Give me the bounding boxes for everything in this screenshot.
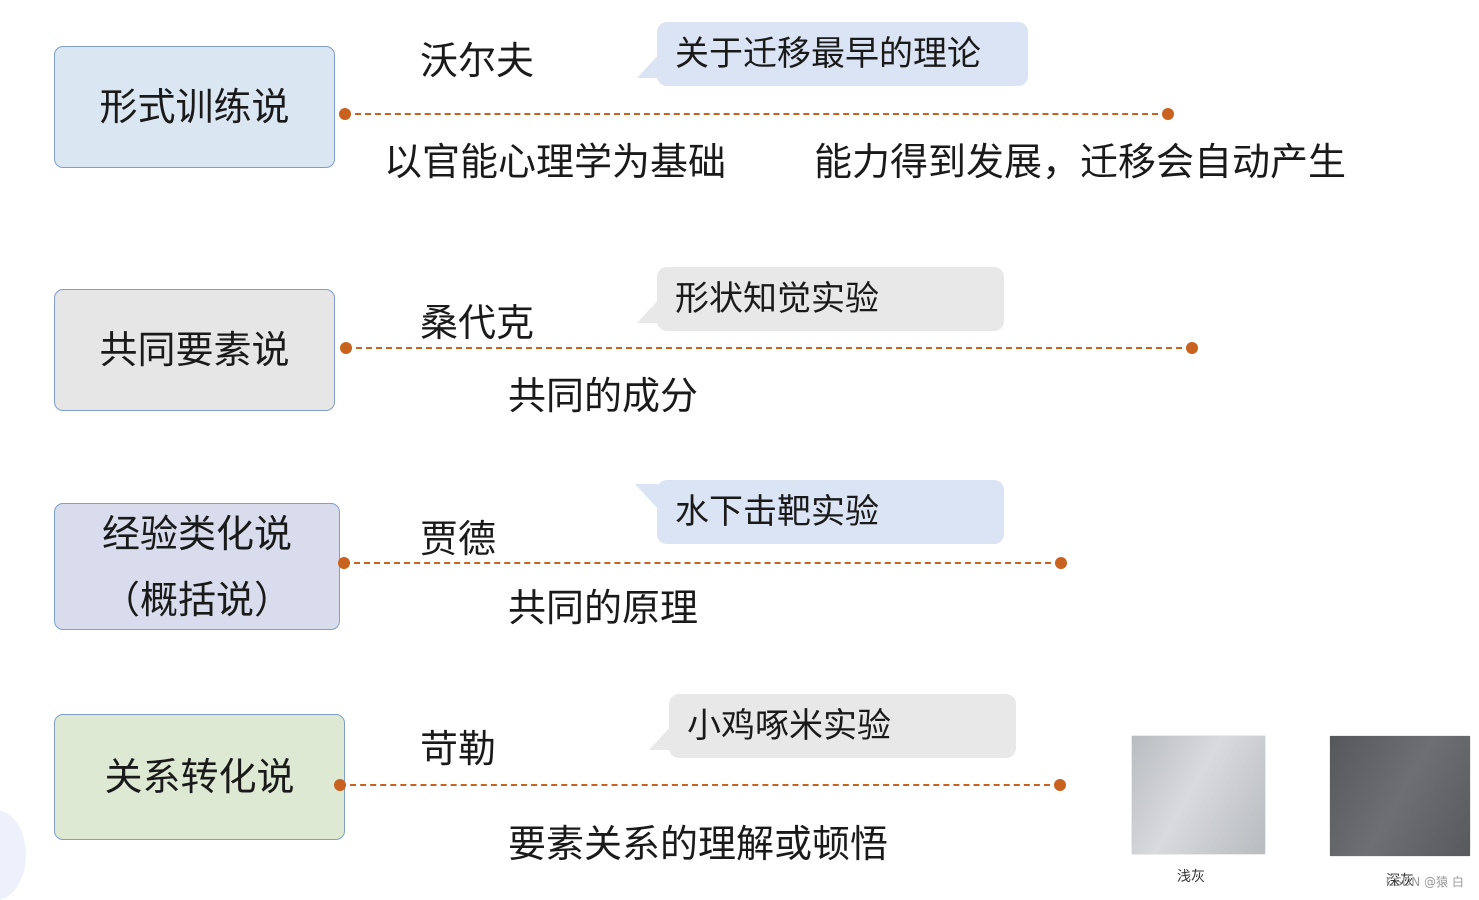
callout-text: 水下击靶实验: [675, 492, 879, 532]
theory-basis: 以官能心理学为基础: [384, 140, 727, 184]
callout-text: 关于迁移最早的理论: [675, 34, 981, 74]
connector-line: [346, 347, 1192, 349]
callout-tail: [649, 724, 673, 750]
callout-text: 小鸡啄米实验: [687, 706, 891, 746]
theory-callout: 水下击靶实验: [635, 480, 1004, 544]
theory-box-transposition: 关系转化说: [54, 714, 345, 840]
swatch-label: 深灰: [1386, 873, 1414, 889]
theory-person: 苛勒: [420, 727, 497, 771]
theory-callout: 形状知觉实验: [637, 267, 1004, 331]
swatch-dark-gray: [1330, 736, 1470, 856]
theory-view: 共同的原理: [508, 586, 699, 630]
connector-line: [340, 784, 1060, 786]
swatch-label: 浅灰: [1177, 869, 1205, 885]
connector-end-dot: [1055, 557, 1067, 569]
connector-end-dot: [1186, 342, 1198, 354]
connector-end-dot: [1162, 108, 1174, 120]
theory-person: 桑代克: [420, 301, 535, 345]
connector-end-dot: [1054, 779, 1066, 791]
theory-box-identical-elements: 共同要素说: [54, 289, 335, 411]
theory-view: 要素关系的理解或顿悟: [508, 822, 889, 866]
swatch-light-gray: [1132, 736, 1265, 854]
callout-tail: [637, 52, 661, 78]
callout-tail: [637, 297, 661, 323]
connector-line: [345, 113, 1168, 115]
callout-text: 形状知觉实验: [675, 279, 879, 319]
theory-view: 共同的成分: [508, 374, 699, 418]
theory-person: 贾德: [420, 517, 497, 561]
theory-box-generalization: 经验类化说 （概括说）: [54, 503, 340, 630]
theory-view: 能力得到发展，迁移会自动产生: [814, 140, 1347, 184]
theory-callout: 小鸡啄米实验: [649, 694, 1016, 758]
callout-tail: [635, 484, 659, 510]
connector-line: [344, 562, 1061, 564]
corner-decoration: [0, 810, 26, 900]
theory-box-formal-discipline: 形式训练说: [54, 46, 335, 168]
theory-callout: 关于迁移最早的理论: [637, 22, 1028, 86]
theory-person: 沃尔夫: [420, 39, 535, 83]
watermark: CSDN @猿 白: [1386, 875, 1464, 889]
